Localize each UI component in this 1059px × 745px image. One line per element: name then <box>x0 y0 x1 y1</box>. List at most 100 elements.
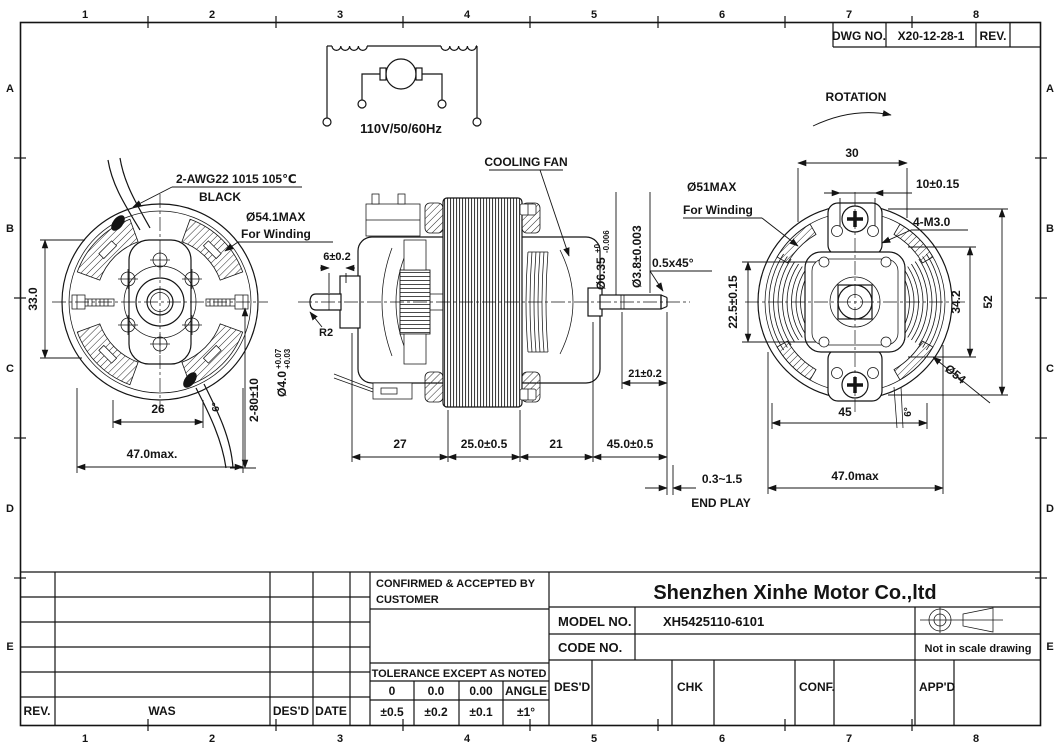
tolerance-header: ANGLE <box>505 684 547 698</box>
tolerance-value: ±0.2 <box>424 705 448 719</box>
tolerance-header: 0.00 <box>469 684 493 698</box>
tolerance-header: 0 <box>389 684 396 698</box>
winding-dia-label: Ø51MAX <box>687 180 736 194</box>
fan-label: COOLING FAN <box>484 155 567 169</box>
dim-seg-4: 45.0±0.5 <box>607 437 654 451</box>
projection-symbol-icon <box>920 607 1003 633</box>
grid-label: 8 <box>973 733 979 745</box>
side-view: COOLING FAN 6±0.2 R2 Ø6.35 +0 -0.006 Ø3.… <box>298 155 751 510</box>
chamfer-label: 0.5x45° <box>652 256 694 270</box>
grid-label: B <box>1046 223 1054 235</box>
grid-row-labels: A B C D E A B C D E <box>6 83 1054 653</box>
rotation-label: ROTATION <box>826 90 887 104</box>
model-value: XH5425110-6101 <box>663 614 764 629</box>
grid-label: 1 <box>82 733 88 745</box>
grid-label: 2 <box>209 733 215 745</box>
grid-label: 4 <box>464 9 471 21</box>
grid-label: 1 <box>82 9 88 21</box>
grid-label: E <box>1046 641 1053 653</box>
grid-col-labels-top: 1 2 3 4 5 6 7 8 <box>82 9 979 21</box>
dim-plate: 34.2 <box>949 290 963 314</box>
rev-col-label: REV. <box>24 704 51 718</box>
end-play-range: 0.3~1.5 <box>702 472 743 486</box>
grid-label: 4 <box>464 733 471 745</box>
dim-angle: 6° <box>211 402 222 412</box>
lead-spec-label: 2-AWG22 1015 105℃ <box>176 172 297 186</box>
lead-wire-tol-upper: +0.07 <box>274 348 283 369</box>
dwg-no-label: DWG NO. <box>832 29 886 43</box>
dim-screw-span: 30 <box>845 146 859 160</box>
terminal-block <box>365 193 421 237</box>
dim-seg-3: 21 <box>549 437 563 451</box>
shaft-dia-main: Ø6.35 <box>594 257 608 290</box>
tolerance-value: ±1° <box>517 705 535 719</box>
grid-label: A <box>1046 83 1054 95</box>
grid-label: C <box>6 363 14 375</box>
model-label: MODEL NO. <box>558 614 631 629</box>
sign-label-desd: DES'D <box>554 680 591 694</box>
mounting-foot <box>333 373 413 400</box>
dim-seg-1: 27 <box>393 437 407 451</box>
dim-lead-wire-dia: Ø4.0 +0.07 +0.03 <box>274 348 292 397</box>
scale-note: Not in scale drawing <box>925 643 1032 655</box>
lead-color-label: BLACK <box>199 190 241 204</box>
code-label: CODE NO. <box>558 640 622 655</box>
assembly-screws <box>519 203 537 401</box>
lead-wire-dia: Ø4.0 <box>275 371 289 397</box>
dim-angle: 6° <box>903 407 914 417</box>
grid-label: 6 <box>719 9 725 21</box>
grid-label: 3 <box>337 9 343 21</box>
grid-label: 7 <box>846 9 852 21</box>
circuit-diagram: 110V/50/60Hz <box>322 45 482 136</box>
tolerance-value: ±0.1 <box>469 705 493 719</box>
side-dimensions: COOLING FAN 6±0.2 R2 Ø6.35 +0 -0.006 Ø3.… <box>309 155 751 510</box>
grid-label: E <box>6 641 13 653</box>
front-view: 33.0 26 47.0max. 2-80±10 Ø4.0 +0.07 +0.0… <box>26 157 333 473</box>
lead-wire-tol-lower: +0.03 <box>283 348 292 369</box>
winding-note-label: For Winding <box>683 203 753 217</box>
title-block: CONFIRMED & ACCEPTED BY CUSTOMER Shenzhe… <box>20 571 1041 726</box>
grid-label: C <box>1046 363 1054 375</box>
confirm-line1: CONFIRMED & ACCEPTED BY <box>376 578 536 590</box>
front-dimensions: 33.0 26 47.0max. 2-80±10 Ø4.0 +0.07 +0.0… <box>26 172 333 473</box>
sign-label-appd: APP'D <box>919 680 956 694</box>
date-col-label: DATE <box>315 704 347 718</box>
dim-hole-pitch: 10±0.15 <box>916 177 960 191</box>
screw-spec-label: 4-M3.0 <box>913 215 951 229</box>
rear-plate <box>804 202 906 402</box>
grid-col-labels-bottom: 1 2 3 4 5 6 7 8 <box>82 733 979 745</box>
dim-height: 33.0 <box>26 287 40 311</box>
sign-label-chk: CHK <box>677 680 703 694</box>
grid-label: 5 <box>591 733 597 745</box>
tip-radius-label: R2 <box>319 327 333 339</box>
grid-label: D <box>6 503 14 515</box>
circuit-voltage-label: 110V/50/60Hz <box>360 121 442 136</box>
dim-shaft-out: 21±0.2 <box>628 368 662 380</box>
grid-label: B <box>6 223 14 235</box>
grid-label: 5 <box>591 9 597 21</box>
dwg-no-value: X20-12-28-1 <box>898 29 965 43</box>
tolerance-header: 0.0 <box>428 684 445 698</box>
grid-label: 3 <box>337 733 343 745</box>
dim-hole-pitch: 26 <box>151 402 165 416</box>
dim-seg-2: 25.0±0.5 <box>461 437 508 451</box>
sheet-frame: 1 2 3 4 5 6 7 8 1 2 3 4 5 6 7 8 A B C D … <box>6 9 1054 745</box>
dim-lead-length: 2-80±10 <box>247 378 261 422</box>
rear-dimensions: ROTATION 30 10±0.15 4-M3.0 Ø51MAX For Wi… <box>683 90 1008 494</box>
rear-view: ROTATION 30 10±0.15 4-M3.0 Ø51MAX For Wi… <box>683 90 1008 494</box>
dim-max-width: 47.0max <box>831 469 879 483</box>
lead-wires <box>107 157 234 469</box>
confirm-line2: CUSTOMER <box>376 594 439 606</box>
designed-col-label: DES'D <box>273 704 310 718</box>
end-play-label: END PLAY <box>691 496 751 510</box>
grid-label: 8 <box>973 9 979 21</box>
dim-shaft-dia: Ø6.35 +0 -0.006 <box>593 230 611 290</box>
shaft-dia-tol-upper: +0 <box>593 243 602 253</box>
dim-inner-span: 22.5±0.15 <box>726 275 740 329</box>
grid-label: D <box>1046 503 1054 515</box>
tolerance-title: TOLERANCE EXCEPT AS NOTED <box>372 668 547 680</box>
dim-foot-span: 45 <box>838 405 852 419</box>
was-col-label: WAS <box>148 704 175 718</box>
shaft-dia-tol-lower: -0.006 <box>602 230 611 253</box>
